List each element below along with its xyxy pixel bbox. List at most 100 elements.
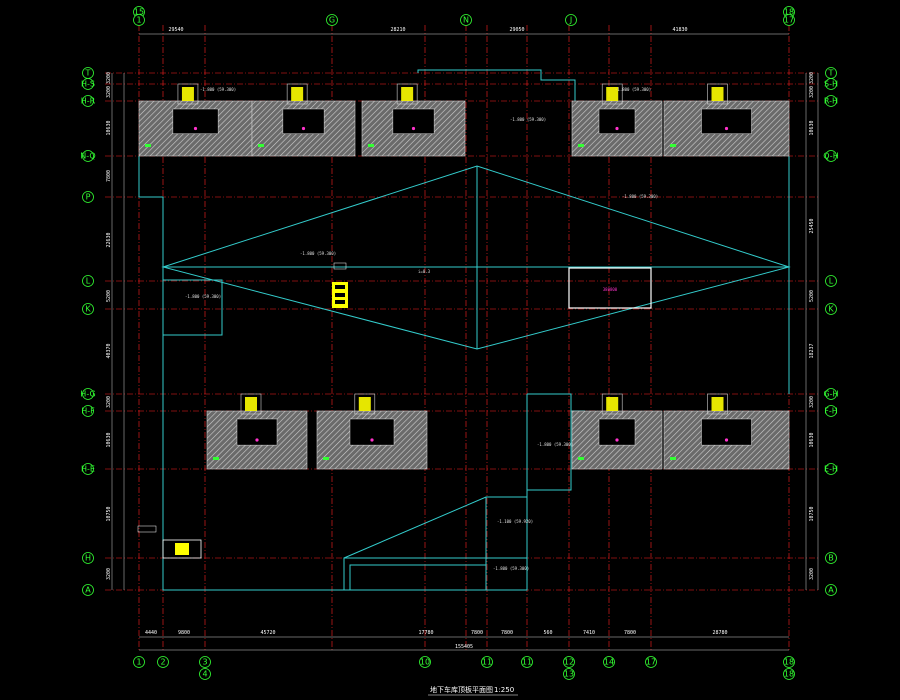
left-axis-bubble-8: H-G bbox=[80, 388, 96, 400]
building-marker-4 bbox=[615, 126, 619, 131]
left-axis-bubble-4-circle bbox=[82, 150, 94, 162]
bottom-axis-bubble-3-label: 3 bbox=[202, 658, 207, 667]
bottom-axis-bubble-2-circle bbox=[157, 656, 169, 668]
drawing-title-block: 地下车库顶板平面图 1:250 bbox=[428, 685, 518, 696]
left-dimension-2: 3200 bbox=[106, 86, 112, 98]
top-axis-right-bubble-2-circle bbox=[783, 14, 795, 26]
building-stair-5 bbox=[711, 87, 724, 101]
right-axis-bubble-1: T bbox=[825, 67, 837, 79]
bottom-axis-bubble-3: 3 bbox=[199, 656, 211, 668]
right-axis-bubble-3: R-H bbox=[824, 95, 838, 107]
left-axis-bubble-4: N-Q bbox=[80, 150, 96, 162]
bottom-axis-bubble-8-label: 12 bbox=[564, 658, 574, 667]
bottom-axis-bubble-5-circle bbox=[419, 656, 431, 668]
left-dimension-3: 10630 bbox=[106, 120, 112, 135]
bottom-axis-bubble-12: 18 bbox=[783, 656, 795, 668]
bottom-axis-bubble-12-label: 18 bbox=[784, 658, 794, 667]
building-stair-frame-8 bbox=[601, 393, 623, 415]
left-axis-bubble-4-label: N-Q bbox=[80, 152, 95, 161]
left-axis-bubble-7: K bbox=[82, 303, 94, 315]
bottom-axis-bubble-extra-label: 18 bbox=[784, 670, 794, 679]
left-dimension-9: 10630 bbox=[106, 432, 112, 447]
building-marker-2 bbox=[301, 126, 306, 131]
building-stair-8 bbox=[606, 397, 619, 411]
stair-tag-sw bbox=[137, 525, 157, 533]
right-axis-bubble-5-circle bbox=[825, 275, 837, 287]
top-dimension-2: 28210 bbox=[390, 27, 405, 33]
bottom-axis-bubble-6: 11 bbox=[481, 656, 493, 668]
left-axis-bubble-5-label: P bbox=[86, 193, 91, 202]
bottom-axis-bubble-9-label: 13 bbox=[564, 670, 574, 679]
bottom-axis-bubble-7-circle bbox=[521, 656, 533, 668]
building-core-2 bbox=[282, 108, 325, 134]
bottom-axis-bubble-9-circle bbox=[563, 668, 575, 680]
bottom-dimension-1: 4440 bbox=[145, 630, 157, 636]
top-axis-right-bubble-1-label: 18 bbox=[784, 8, 794, 17]
stair-step-3 bbox=[335, 300, 345, 304]
building-marker-1 bbox=[193, 126, 198, 131]
bottom-axis-bubble-6-label: 11 bbox=[482, 658, 492, 667]
bottom-dimension-6: 7800 bbox=[501, 630, 513, 636]
dimension-lines bbox=[111, 33, 819, 651]
left-axis-bubble-3-circle bbox=[82, 95, 94, 107]
right-axis-bubble-11-circle bbox=[825, 584, 837, 596]
building-stair-2 bbox=[291, 87, 304, 101]
left-axis-bubble-7-circle bbox=[82, 303, 94, 315]
stair-tag bbox=[333, 262, 347, 270]
top-axis-bubble-4-label: N bbox=[463, 16, 469, 25]
left-dimension-1: 3200 bbox=[106, 72, 112, 84]
right-axis-bubble-5: L bbox=[825, 275, 837, 287]
bottom-axis-bubble-7: 11 bbox=[521, 656, 533, 668]
right-axis-bubble-5-label: L bbox=[829, 277, 834, 286]
right-axis-bubble-9: E-H bbox=[824, 463, 838, 475]
bottom-axis-bubble-5-label: 10 bbox=[420, 658, 430, 667]
bottom-axis-bubble-4-label: 4 bbox=[202, 670, 207, 679]
building-tag-1 bbox=[145, 144, 151, 147]
building-tag-8 bbox=[578, 457, 584, 460]
right-dimension-10: 3200 bbox=[809, 568, 815, 580]
bottom-axis-bubble-6-circle bbox=[481, 656, 493, 668]
right-axis-bubble-9-label: E-H bbox=[824, 465, 838, 474]
right-axis-bubble-4-label: Q-H bbox=[823, 152, 838, 161]
right-axis-bubble-6-label: K bbox=[828, 305, 834, 314]
left-axis-bubble-2: H-S bbox=[81, 78, 95, 90]
note-center-left: -1.800 (59.300) bbox=[300, 251, 336, 256]
right-dimension-6: 18237 bbox=[809, 343, 815, 358]
right-dimension-2: 3200 bbox=[809, 86, 815, 98]
building-stair-frame-1 bbox=[177, 83, 199, 105]
bottom-dimension-2: 9800 bbox=[178, 630, 190, 636]
left-axis-bubble-11: H bbox=[82, 552, 94, 564]
building-tag-6 bbox=[213, 457, 219, 460]
top-axis-right-bubble-2: 17 bbox=[783, 14, 795, 26]
building-marker-9 bbox=[724, 438, 729, 442]
bottom-axis-bubble-8-circle bbox=[563, 656, 575, 668]
right-axis-bubble-2-circle bbox=[825, 78, 837, 90]
building-tag-2 bbox=[258, 144, 264, 147]
stair-step-2 bbox=[335, 293, 345, 297]
stair-box-sw bbox=[162, 539, 202, 559]
top-axis-bubble-5: J bbox=[565, 14, 577, 26]
bottom-dimension-3: 45720 bbox=[260, 630, 275, 636]
left-axis-bubble-6-circle bbox=[82, 275, 94, 287]
bottom-axis-bubble-3-circle bbox=[199, 656, 211, 668]
building-marker-8 bbox=[615, 438, 619, 442]
bottom-dimension-8: 7410 bbox=[583, 630, 595, 636]
left-axis-bubble-3: H-R bbox=[81, 95, 96, 107]
left-dimension-4: 7800 bbox=[106, 170, 112, 182]
building-tag-4 bbox=[578, 144, 584, 147]
right-axis-bubble-8-label: F-H bbox=[824, 407, 838, 416]
building-marker-5 bbox=[724, 126, 729, 131]
right-axis-bubble-6: K bbox=[825, 303, 837, 315]
right-axis-bubble-3-circle bbox=[825, 95, 837, 107]
top-axis-bubble-2: 1 bbox=[133, 14, 145, 26]
bottom-axis-bubble-8: 12 bbox=[563, 656, 575, 668]
note-slope: i=0.3 bbox=[418, 269, 431, 274]
right-axis-bubble-3-label: R-H bbox=[824, 97, 838, 106]
left-axis-bubble-5: P bbox=[82, 191, 94, 203]
bottom-total-dimension: 155405 bbox=[455, 644, 473, 650]
drawing-scale: 1:250 bbox=[494, 686, 514, 694]
stair-step-1 bbox=[335, 285, 345, 289]
